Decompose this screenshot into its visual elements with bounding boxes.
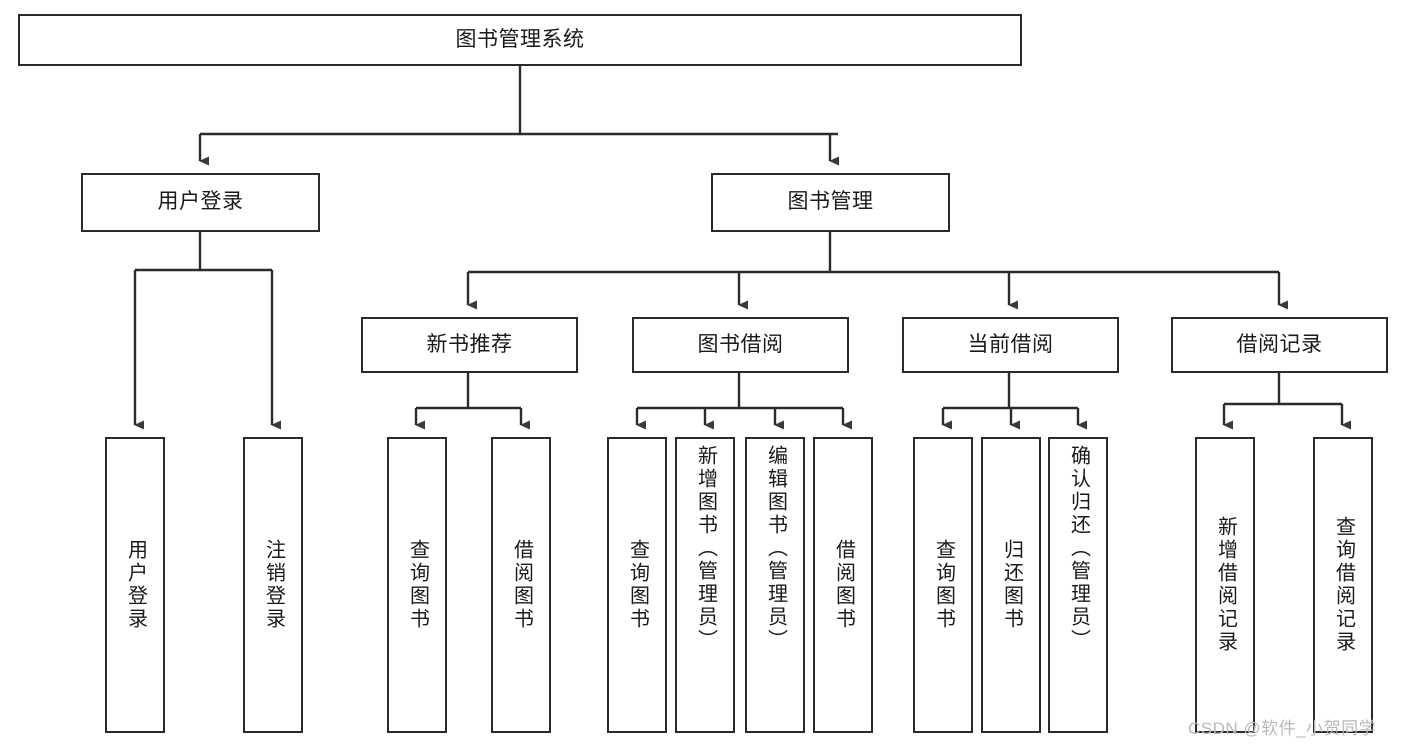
node-label: 当前借阅 xyxy=(967,332,1054,356)
node-label: 新书推荐 xyxy=(426,332,513,356)
node-leaf-add-book[interactable]: 新增图书（管理员） xyxy=(675,437,735,733)
node-label: 用户登录 xyxy=(157,190,244,214)
node-label: 新增借阅记录 xyxy=(1214,516,1237,654)
node-leaf-borrow-book[interactable]: 借阅图书 xyxy=(813,437,873,733)
node-leaf-user-login[interactable]: 用户登录 xyxy=(105,437,165,733)
node-leaf-edit-book[interactable]: 编辑图书（管理员） xyxy=(745,437,805,733)
node-label: 编辑图书（管理员） xyxy=(764,445,787,652)
node-label: 查询借阅记录 xyxy=(1332,516,1355,654)
node-label: 图书管理系统 xyxy=(455,27,585,51)
node-label: 借阅记录 xyxy=(1236,332,1323,356)
node-leaf-query-book-recommend[interactable]: 查询图书 xyxy=(387,437,447,733)
node-label: 用户登录 xyxy=(124,539,147,631)
node-new-book-recommend[interactable]: 新书推荐 xyxy=(361,317,578,373)
node-borrow-record[interactable]: 借阅记录 xyxy=(1171,317,1388,373)
node-label: 确认归还（管理员） xyxy=(1067,445,1090,652)
node-leaf-query-borrow-record[interactable]: 查询借阅记录 xyxy=(1313,437,1373,733)
node-leaf-add-borrow-record[interactable]: 新增借阅记录 xyxy=(1195,437,1255,733)
node-label: 归还图书 xyxy=(1000,539,1023,631)
node-label: 借阅图书 xyxy=(510,539,533,631)
node-book-management[interactable]: 图书管理 xyxy=(711,173,950,232)
node-leaf-query-book-current[interactable]: 查询图书 xyxy=(913,437,973,733)
node-label: 查询图书 xyxy=(626,539,649,631)
node-label: 查询图书 xyxy=(406,539,429,631)
node-current-borrow[interactable]: 当前借阅 xyxy=(902,317,1119,373)
node-book-borrow[interactable]: 图书借阅 xyxy=(632,317,849,373)
node-label: 新增图书（管理员） xyxy=(694,445,717,652)
node-leaf-borrow-book-recommend[interactable]: 借阅图书 xyxy=(491,437,551,733)
node-leaf-logout[interactable]: 注销登录 xyxy=(243,437,303,733)
node-label: 图书借阅 xyxy=(697,332,784,356)
node-leaf-query-book-borrow[interactable]: 查询图书 xyxy=(607,437,667,733)
node-leaf-confirm-return[interactable]: 确认归还（管理员） xyxy=(1048,437,1108,733)
node-root-book-management-system[interactable]: 图书管理系统 xyxy=(18,14,1022,66)
node-label: 注销登录 xyxy=(262,539,285,631)
node-leaf-return-book[interactable]: 归还图书 xyxy=(981,437,1041,733)
node-label: 图书管理 xyxy=(787,190,874,214)
node-user-login[interactable]: 用户登录 xyxy=(81,173,320,232)
watermark-text: CSDN @软件_小贺同学 xyxy=(1188,719,1377,738)
node-label: 借阅图书 xyxy=(832,539,855,631)
node-label: 查询图书 xyxy=(932,539,955,631)
